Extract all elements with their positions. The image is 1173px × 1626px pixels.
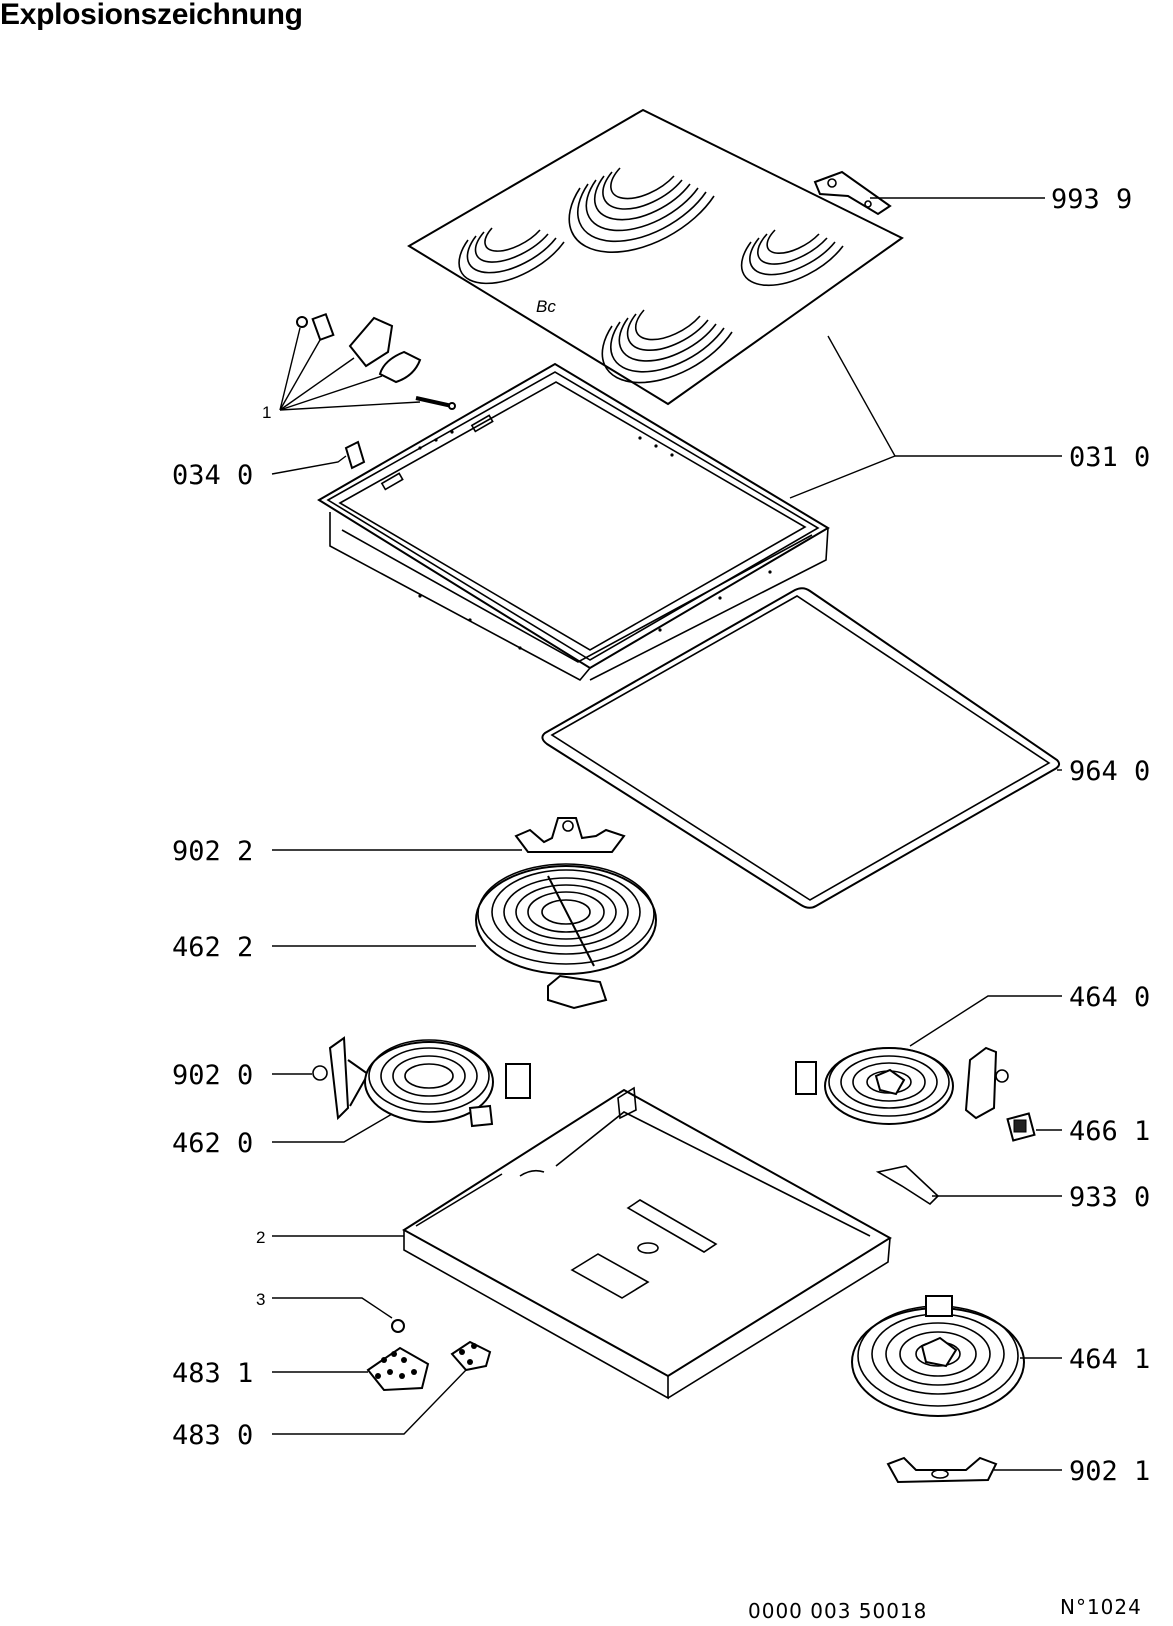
label-483-1: 483 1 [172,1358,253,1389]
svg-text:Bc: Bc [536,297,556,316]
label-464-0: 464 0 [1069,982,1150,1013]
label-483-0: 483 0 [172,1420,253,1451]
page-title: Explosionszeichnung [0,0,303,31]
part-464-heating-element-right [795,1046,1009,1125]
label-902-0: 902 0 [172,1060,253,1091]
label-466-1: 466 1 [1069,1116,1150,1147]
part-483-terminal-block [366,1346,430,1392]
label-964-0: 964 0 [1069,756,1150,787]
part-902-bracket-top [514,817,626,853]
part-462-heating-element-large [475,863,657,1010]
sheet-number: N°1024 [1060,1595,1142,1619]
label-3: 3 [256,1290,265,1309]
fixing-parts-group-1 [296,312,456,410]
label-2: 2 [256,1228,265,1247]
bottom-tray-part [402,1086,892,1400]
label-462-2: 462 2 [172,932,253,963]
label-031-0: 031 0 [1069,442,1150,473]
part-462-heating-element-left [364,1039,531,1128]
label-993-9: 993 9 [1051,184,1132,215]
glass-cooktop-part: Bc [407,108,904,406]
label-462-0: 462 0 [172,1128,253,1159]
label-902-2: 902 2 [172,836,253,867]
part-993-clip [813,170,892,216]
part-933-sensor [875,1165,940,1206]
gasket-part [541,587,1061,909]
part-902-bracket-left [312,1036,370,1121]
part-3-small-knob [391,1319,405,1333]
label-464-1: 464 1 [1069,1344,1150,1375]
part-466-switch [1006,1112,1036,1142]
cooktop-frame-part [317,362,830,682]
document-number: 0000 003 50018 [748,1599,927,1623]
part-483-terminal-block-small [450,1340,492,1372]
part-902-bracket-bottom [886,1456,998,1484]
label-902-1: 902 1 [1069,1456,1150,1487]
label-1: 1 [262,403,271,422]
label-034-0: 034 0 [172,460,253,491]
part-034-clip [344,440,366,470]
label-933-0: 933 0 [1069,1182,1150,1213]
part-464-heating-element-bottom [851,1295,1025,1417]
